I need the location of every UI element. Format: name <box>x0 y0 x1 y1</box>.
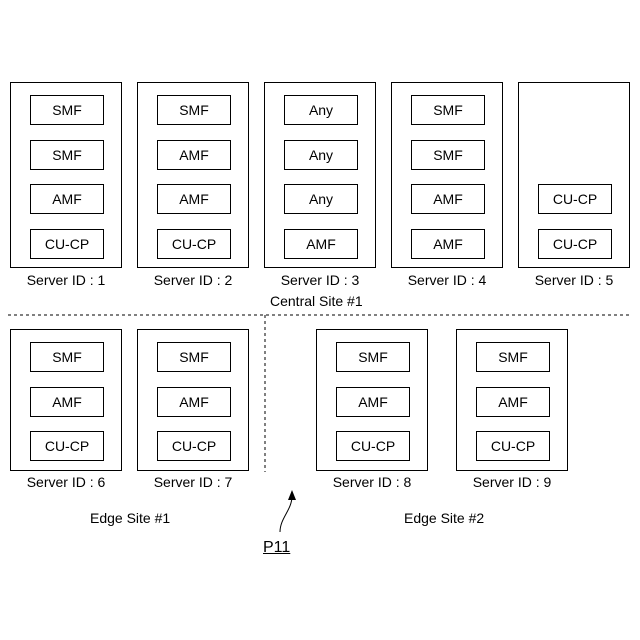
server-id-label: Server ID : 3 <box>250 272 390 288</box>
network-function-box: AMF <box>411 229 485 259</box>
server-id-label: Server ID : 4 <box>377 272 517 288</box>
edge-site-2-label: Edge Site #2 <box>404 510 484 526</box>
server-id-label: Server ID : 5 <box>504 272 640 288</box>
network-function-box: AMF <box>284 229 358 259</box>
server-box: AnyAnyAnyAMF <box>264 82 376 268</box>
network-function-box: Any <box>284 95 358 125</box>
network-function-box: AMF <box>411 184 485 214</box>
server-box: SMF SMF AMF AMF <box>391 82 503 268</box>
network-function-box: SMF <box>476 342 550 372</box>
network-function-box: CU-CP <box>538 184 612 214</box>
network-function-box: SMF <box>411 140 485 170</box>
network-function-box: AMF <box>476 387 550 417</box>
reference-leader-line <box>280 496 292 532</box>
network-function-box: Any <box>284 140 358 170</box>
network-function-box: CU-CP <box>30 229 104 259</box>
network-function-box: SMF <box>411 95 485 125</box>
network-function-box: SMF <box>30 342 104 372</box>
network-function-box: AMF <box>157 184 231 214</box>
server-box: SMF AMF CU-CP <box>316 329 428 471</box>
network-function-box: CU-CP <box>538 229 612 259</box>
server-id-label: Server ID : 9 <box>442 474 582 490</box>
server-id-label: Server ID : 8 <box>302 474 442 490</box>
server-box: SMF AMF CU-CP <box>456 329 568 471</box>
network-function-box: AMF <box>157 387 231 417</box>
network-function-box: AMF <box>30 387 104 417</box>
edge-site-1-label: Edge Site #1 <box>90 510 170 526</box>
network-function-box: SMF <box>157 95 231 125</box>
reference-arrowhead <box>288 490 296 500</box>
server-id-label: Server ID : 7 <box>123 474 263 490</box>
network-function-box: Any <box>284 184 358 214</box>
server-box: SMF AMF CU-CP <box>10 329 122 471</box>
server-id-label: Server ID : 1 <box>0 272 136 288</box>
network-function-box: SMF <box>336 342 410 372</box>
network-function-box: SMF <box>30 95 104 125</box>
network-function-box: CU-CP <box>157 229 231 259</box>
server-box: SMF AMF AMF CU-CP <box>137 82 249 268</box>
network-function-box: SMF <box>30 140 104 170</box>
server-box: CU-CP CU-CP <box>518 82 630 268</box>
network-function-box: AMF <box>157 140 231 170</box>
server-box: SMF SMF AMF CU-CP <box>10 82 122 268</box>
network-function-box: CU-CP <box>157 431 231 461</box>
network-function-box: CU-CP <box>30 431 104 461</box>
server-id-label: Server ID : 2 <box>123 272 263 288</box>
central-site-label: Central Site #1 <box>270 293 363 309</box>
network-function-box: CU-CP <box>336 431 410 461</box>
network-function-box: AMF <box>30 184 104 214</box>
reference-numeral: P11 <box>263 539 290 557</box>
server-box: SMF AMF CU-CP <box>137 329 249 471</box>
network-function-box: SMF <box>157 342 231 372</box>
network-function-box: AMF <box>336 387 410 417</box>
server-id-label: Server ID : 6 <box>0 474 136 490</box>
network-function-box: CU-CP <box>476 431 550 461</box>
